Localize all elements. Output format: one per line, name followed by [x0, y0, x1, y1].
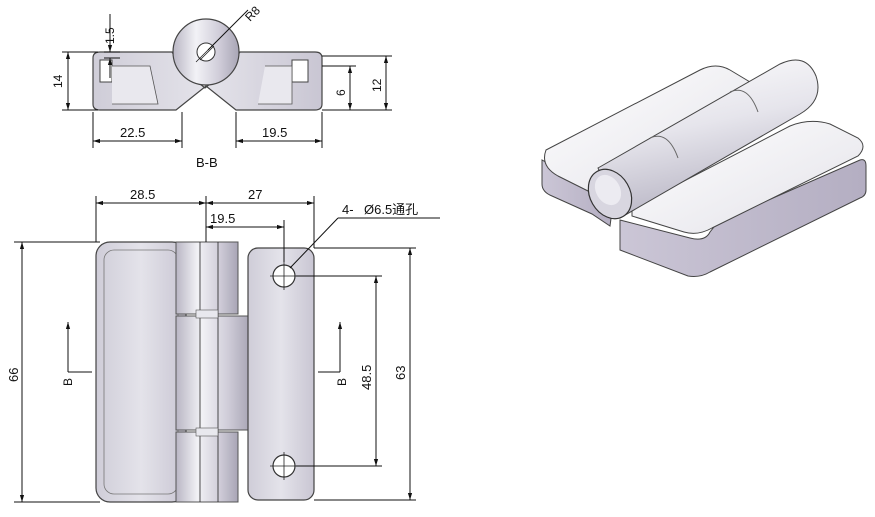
iso-cylinder: [597, 59, 819, 219]
left-leaf: [95, 241, 187, 503]
iso-leaf-right-top: [631, 120, 864, 234]
dim-1-5: 1.5: [103, 27, 117, 44]
dim-66: 66: [6, 368, 21, 382]
knuckle-bottom: [175, 431, 239, 503]
hole-note-count: 4-: [342, 202, 354, 217]
front-view: 28.5 27 19.5 4- Ø6.5通孔 66 48.5 63 B B: [6, 187, 440, 503]
dim-19-5-section: 19.5: [262, 125, 287, 140]
iso-leaf-right-side: [619, 159, 867, 277]
dim-28-5: 28.5: [130, 187, 155, 202]
dim-48-5: 48.5: [359, 365, 374, 390]
dim-12: 12: [370, 78, 384, 92]
dim-63: 63: [393, 366, 408, 380]
section-arrow-label-right: B: [335, 378, 349, 386]
hole-note-spec: Ø6.5通孔: [364, 202, 418, 217]
section-pocket-right: [291, 59, 309, 83]
section-inner-right: [258, 65, 293, 105]
dim-19-5-front: 19.5: [210, 211, 235, 226]
knuckle-middle: [175, 315, 251, 431]
dim-6: 6: [334, 89, 348, 96]
dim-27: 27: [248, 187, 262, 202]
knuckle-top: [175, 241, 239, 315]
section-label: B-B: [196, 155, 218, 170]
dim-22-5: 22.5: [120, 125, 145, 140]
section-arrow-label-left: B: [61, 378, 75, 386]
right-leaf: [247, 247, 315, 501]
section-view: R8 1.5 14 6 12 22.5 19.5 B-B: [51, 3, 392, 170]
section-inner-left: [112, 65, 159, 105]
dim-r8: R8: [242, 3, 263, 24]
dim-14: 14: [51, 74, 65, 88]
isometric-view: [541, 59, 867, 277]
